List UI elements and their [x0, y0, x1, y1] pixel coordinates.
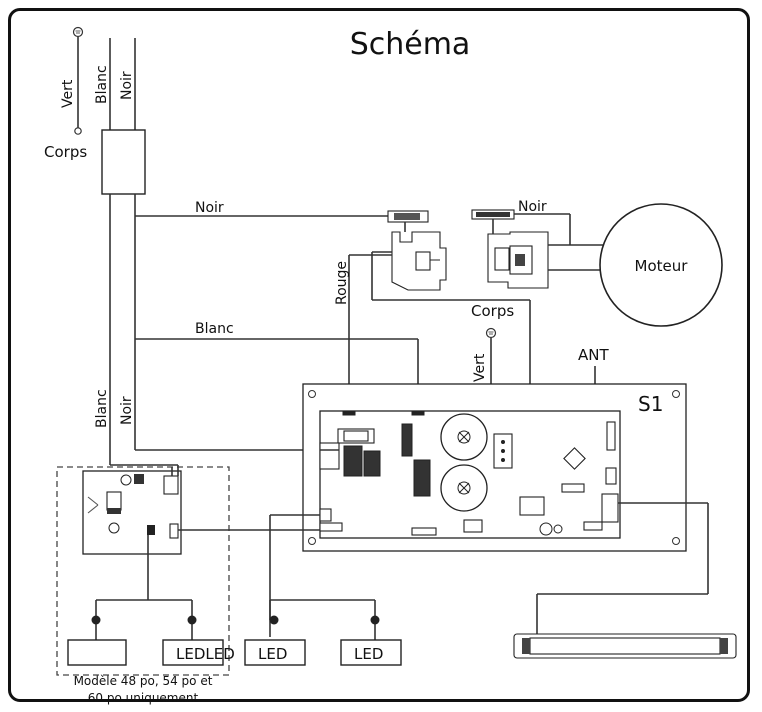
led-box-2 — [244, 639, 306, 666]
board-label-s1: S1 — [638, 392, 663, 416]
label-blanc-mid: Blanc — [195, 321, 234, 337]
label-vert-board: Vert — [472, 353, 488, 382]
motor-receptacle — [471, 209, 549, 289]
diagram-frame — [8, 8, 750, 702]
led-label-1: LEDLED — [176, 645, 235, 663]
optional-led-box-1 — [67, 639, 127, 666]
note-line-2: 60 po uniquement — [88, 691, 199, 705]
label-noir-upper: Noir — [195, 200, 224, 216]
relay-1 — [343, 445, 363, 477]
motor-label: Moteur — [635, 257, 689, 275]
led-box-3 — [340, 639, 402, 666]
motor-plug — [391, 231, 447, 291]
label-blanc-top: Blanc — [94, 65, 110, 104]
label-corps-board: Corps — [471, 302, 514, 320]
led-light-bar — [513, 633, 737, 659]
relay-2 — [363, 450, 381, 477]
label-blanc-left: Blanc — [94, 389, 110, 428]
optional-module-outline — [56, 466, 230, 676]
label-noir-top: Noir — [119, 71, 135, 100]
label-noir-left: Noir — [119, 396, 135, 425]
led-label-3: LED — [354, 645, 383, 663]
ground-symbol-board — [485, 327, 497, 339]
label-vert-top: Vert — [60, 79, 76, 108]
label-rouge: Rouge — [334, 261, 350, 305]
label-corps-left: Corps — [44, 143, 87, 161]
note-line-1: Modèle 48 po, 54 po et — [74, 674, 213, 688]
inline-connector-top — [387, 210, 429, 223]
ground-symbol-top — [72, 26, 84, 38]
motor — [599, 203, 723, 327]
diagram-title: Schéma — [350, 27, 471, 62]
label-noir-motor: Noir — [518, 199, 547, 215]
junction-box — [101, 129, 146, 195]
led-label-2: LED — [258, 645, 287, 663]
label-ant: ANT — [578, 346, 609, 364]
optional-led-box-2 — [162, 639, 224, 666]
corps-terminal — [74, 127, 82, 135]
